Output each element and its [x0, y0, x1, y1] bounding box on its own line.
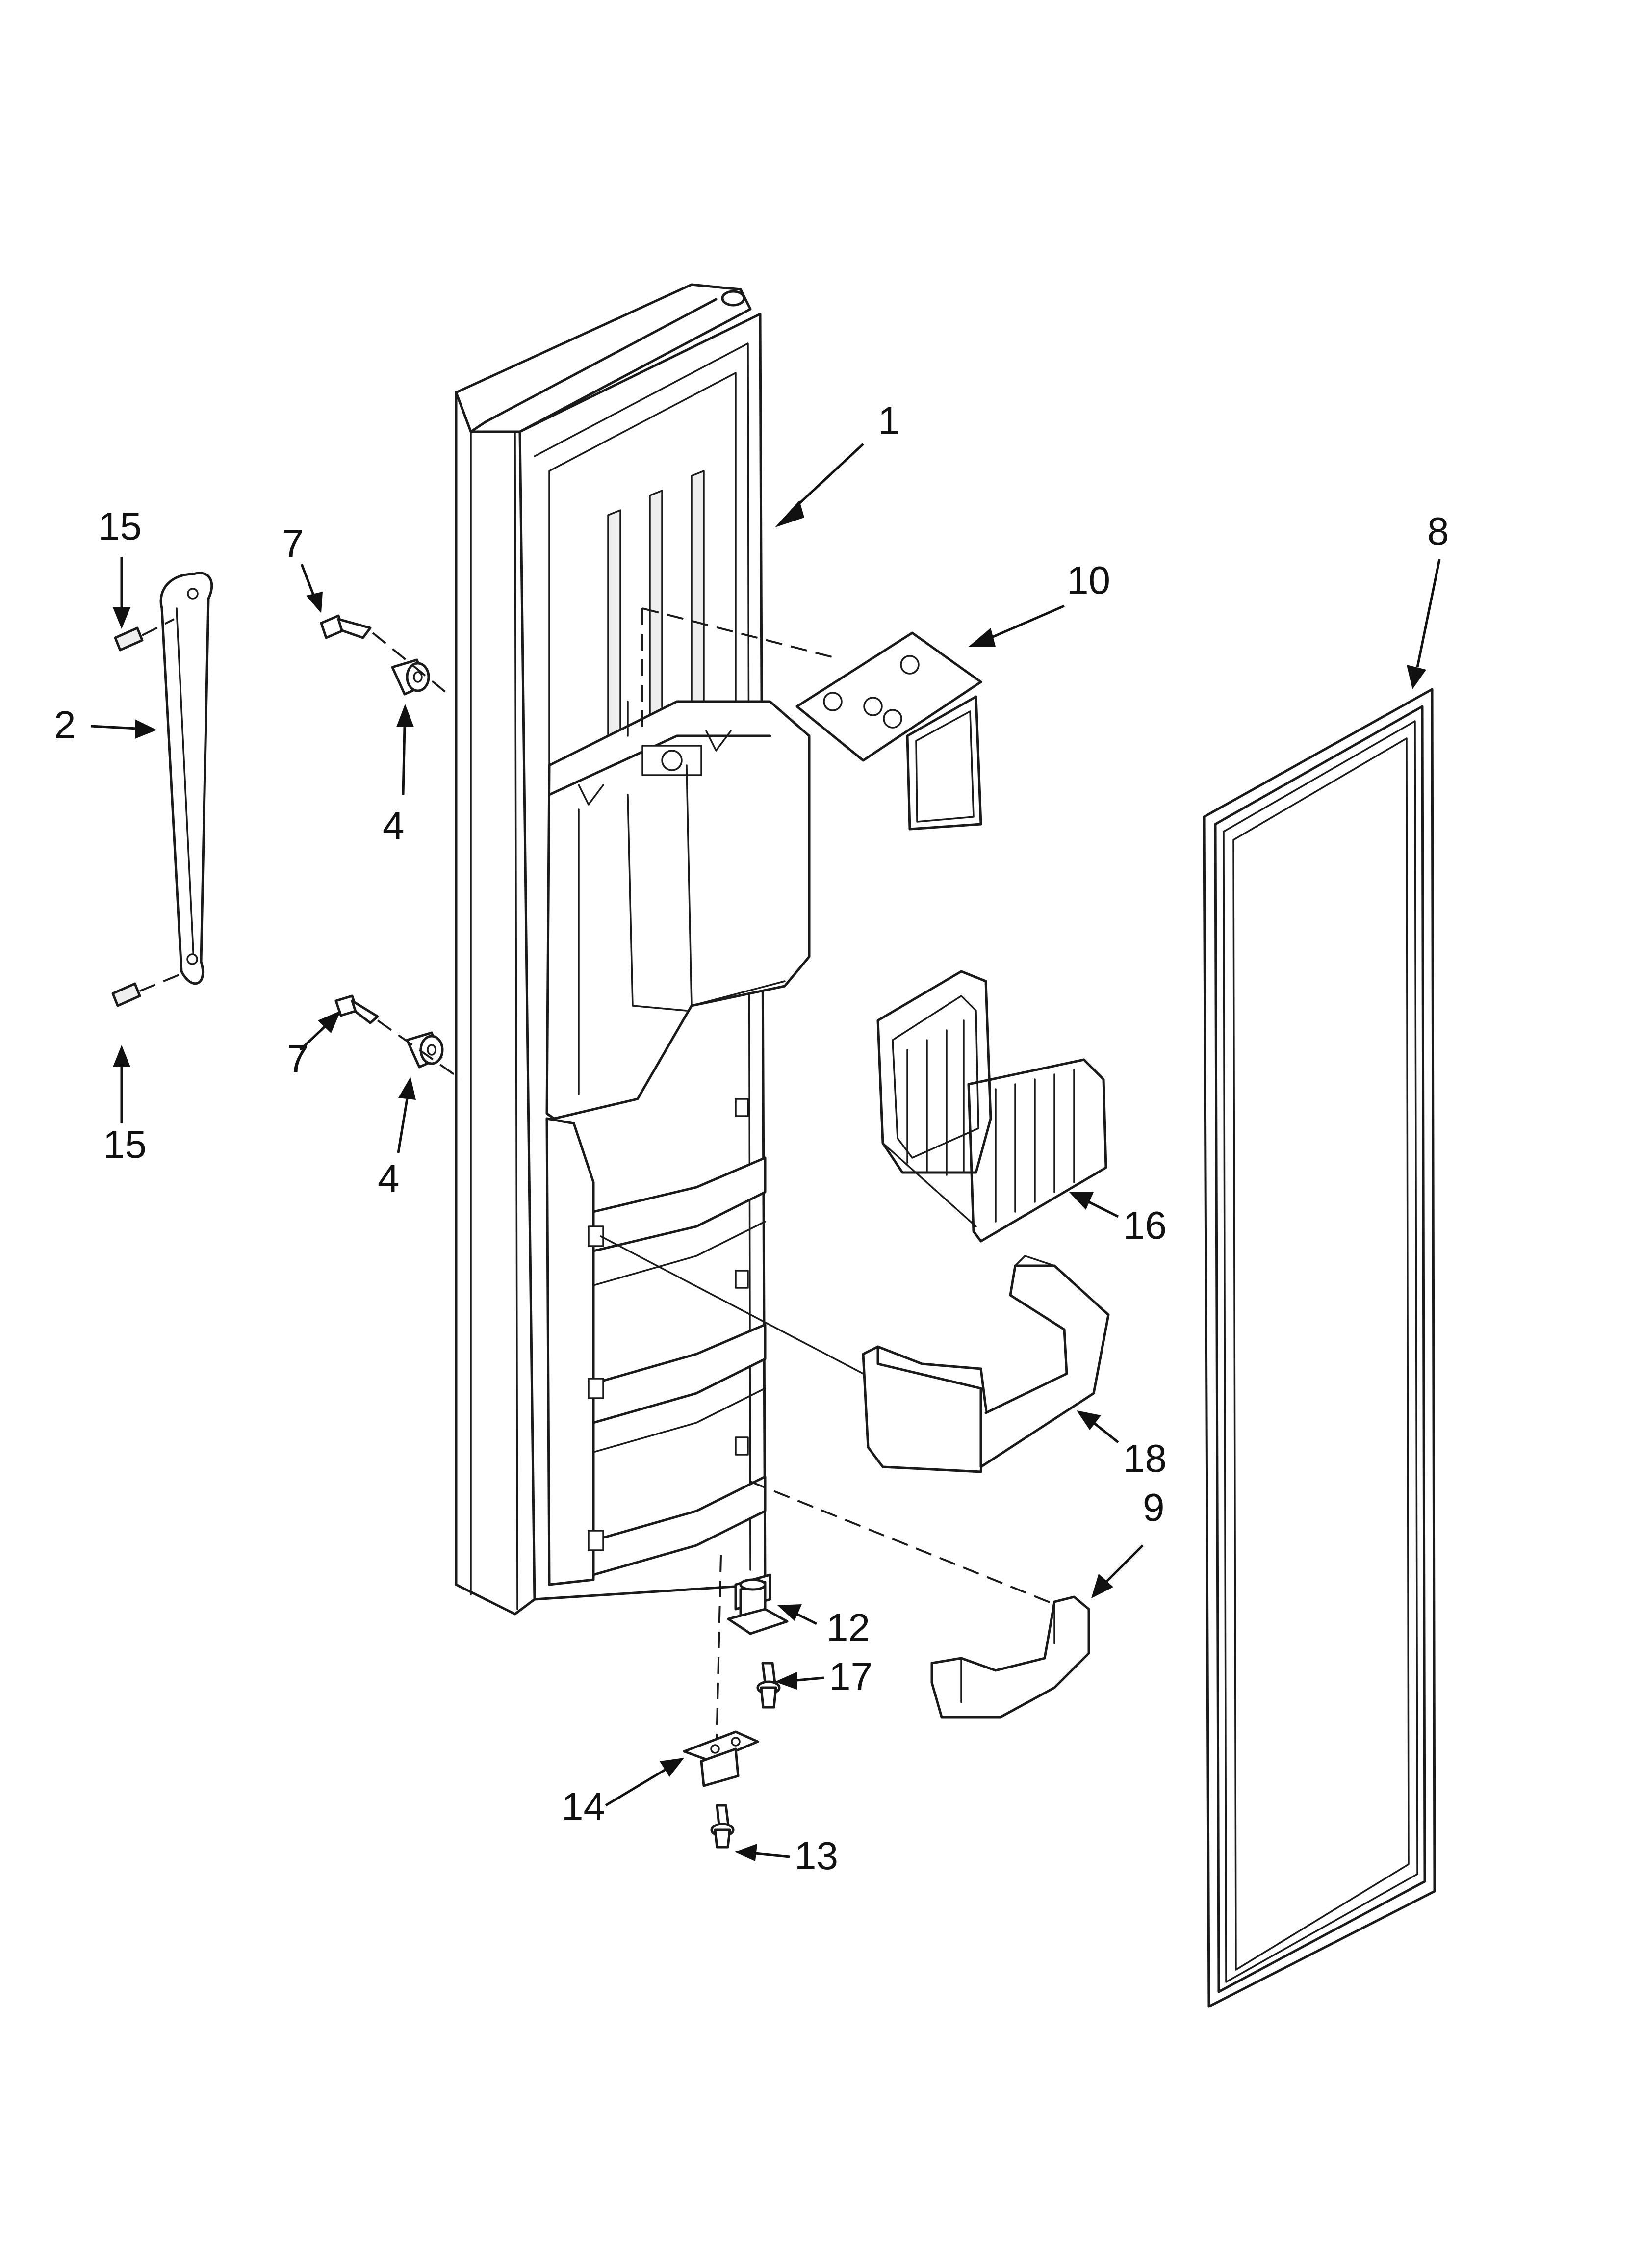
label-part-12: 12	[826, 1606, 870, 1649]
label-part-4-bottom: 4	[378, 1157, 400, 1200]
label-part-16: 16	[1123, 1203, 1167, 1247]
handle-setscrew-top	[114, 626, 144, 652]
door-handle	[159, 572, 213, 985]
wire-basket	[876, 970, 1107, 1243]
assembly-line-bin-18	[600, 1235, 864, 1375]
label-part-18: 18	[1123, 1436, 1167, 1480]
handle-setscrew-bottom	[111, 982, 141, 1007]
dispenser-cover-plate	[795, 631, 982, 831]
label-part-7-top: 7	[282, 521, 304, 565]
hinge-pin	[727, 1578, 789, 1635]
assembly-line-hinge	[715, 1555, 722, 1767]
lower-hinge-bracket	[683, 1730, 759, 1787]
label-part-1: 1	[878, 399, 900, 443]
label-part-7-bottom: 7	[287, 1037, 309, 1080]
hinge-pin-screw	[756, 1662, 781, 1709]
assembly-line-lower-screw	[377, 1019, 462, 1080]
leader-lines	[90, 443, 1441, 1861]
door-gasket	[1203, 688, 1436, 2008]
handle-mount-spacer-upper	[391, 658, 430, 696]
door-bin-18	[862, 1255, 1110, 1473]
door-assembly	[455, 283, 811, 1616]
label-part-13: 13	[795, 1834, 838, 1877]
assembly-line-bin-9	[750, 1481, 1055, 1605]
assembly-line-handle-bottom	[139, 973, 182, 992]
assembly-line-handle-top	[142, 618, 175, 636]
door-bin-9	[930, 1595, 1090, 1719]
assembly-line-cover-to-plate	[642, 607, 834, 658]
label-part-8: 8	[1427, 509, 1449, 553]
label-part-14: 14	[562, 1785, 605, 1828]
label-part-4-top: 4	[383, 804, 405, 847]
handle-mount-spacer-lower	[406, 1031, 444, 1069]
label-part-15-bottom: 15	[103, 1122, 147, 1166]
label-part-15-top: 15	[98, 504, 142, 548]
label-part-2: 2	[54, 703, 76, 747]
label-part-10: 10	[1067, 558, 1110, 602]
handle-mount-screw-lower	[334, 994, 379, 1024]
assembly-line-upper-screw	[372, 632, 452, 698]
handle-mount-screw-upper	[320, 614, 372, 639]
hinge-bracket-screw	[710, 1804, 735, 1849]
label-part-9: 9	[1143, 1486, 1165, 1529]
label-part-17: 17	[829, 1655, 872, 1698]
